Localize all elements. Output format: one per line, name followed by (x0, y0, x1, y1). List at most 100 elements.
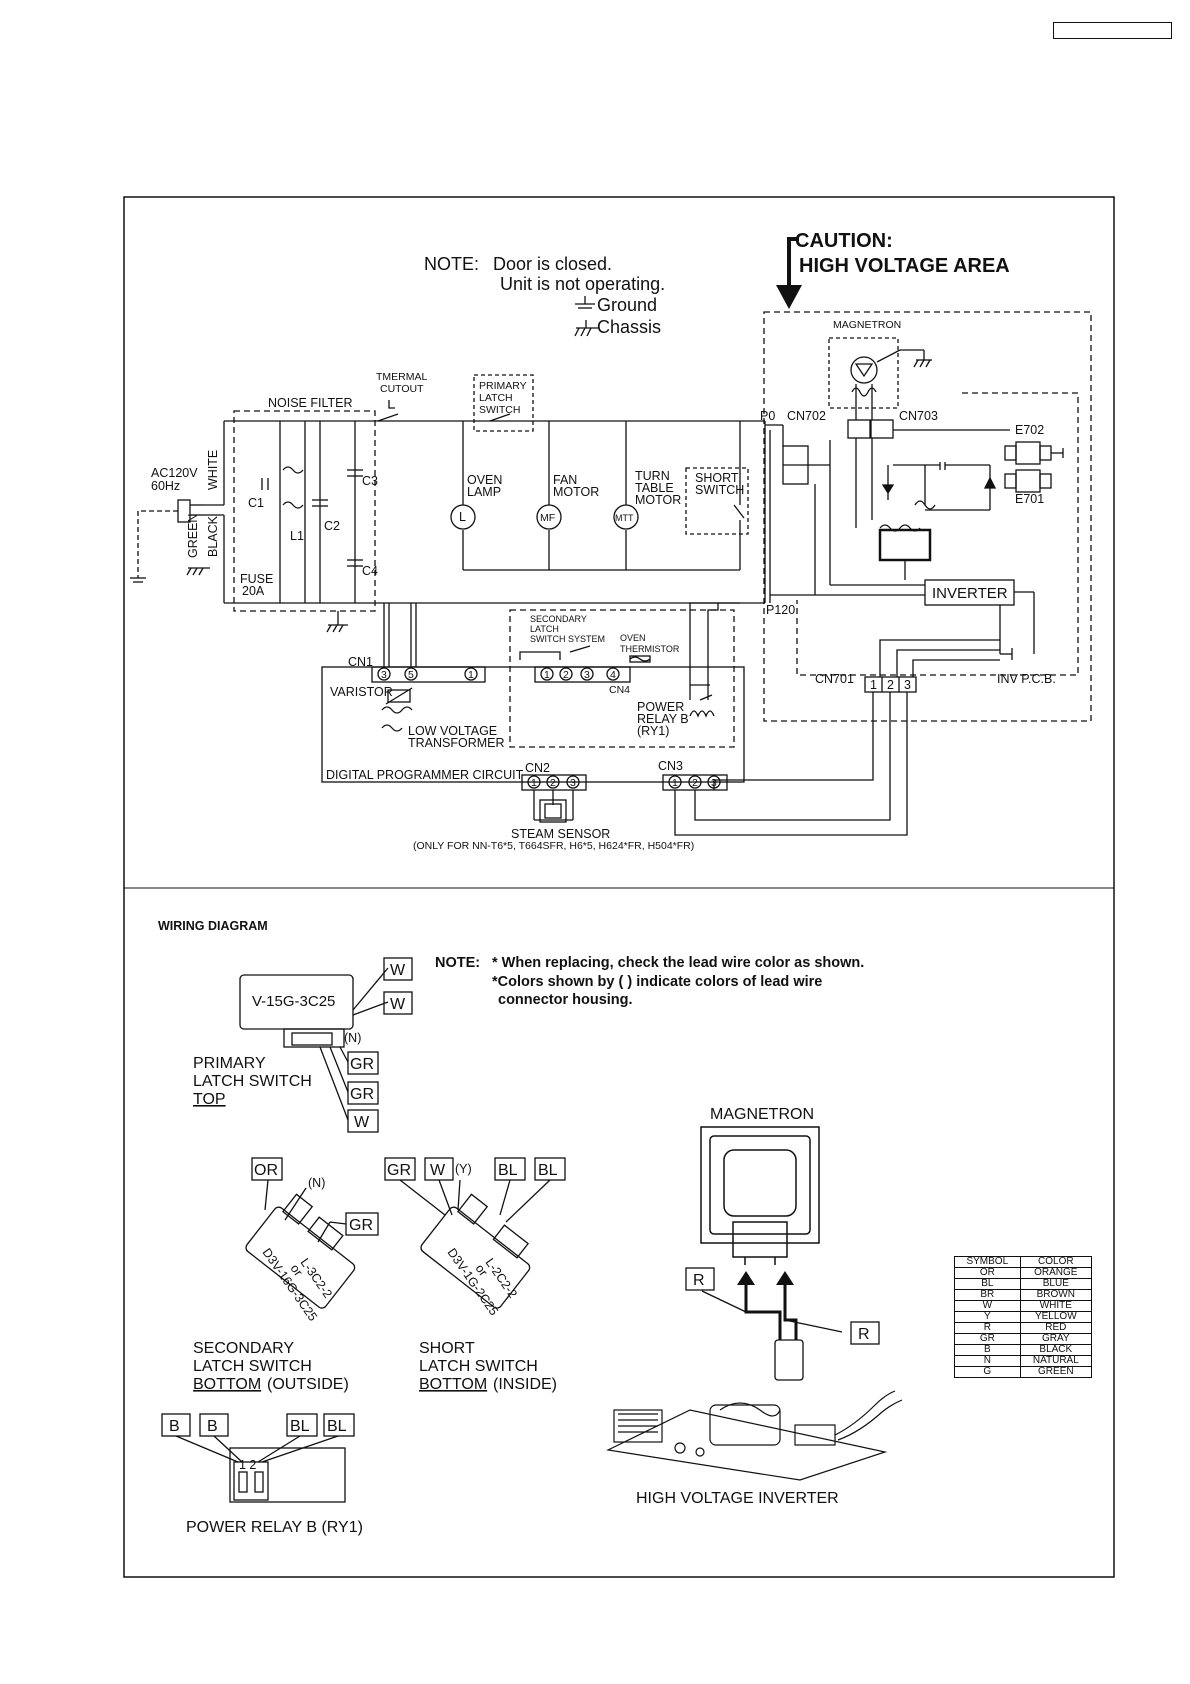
noise-filter-box (233, 410, 376, 612)
svg-text:3: 3 (584, 669, 590, 681)
ac-frequency-label: 60Hz (151, 479, 180, 493)
svg-text:W: W (354, 1114, 370, 1131)
fan-motor-label: FAN (553, 473, 577, 487)
power-relay-title: POWER RELAY B (RY1) (186, 1519, 363, 1536)
short-latch-title-3: BOTTOM (419, 1376, 487, 1393)
primary-wire-w3 (347, 1109, 379, 1133)
fan-motor-label-2: MOTOR (553, 485, 599, 499)
e702-terminal (1004, 441, 1064, 465)
primary-wire-w2 (383, 991, 413, 1015)
secondary-latch-label: SECONDARY (530, 614, 587, 624)
cn703-connector (870, 419, 894, 439)
lvt-label: LOW VOLTAGE (408, 724, 497, 738)
secondary-latch-title-3: BOTTOM (193, 1376, 261, 1393)
svg-text:1: 1 (531, 777, 537, 789)
relay-wire-bl1 (286, 1413, 318, 1437)
short-switch-box (685, 467, 749, 535)
steam-sensor-icon (533, 790, 574, 823)
ground-symbol-icon (575, 296, 595, 309)
short-latch-title-4: (INSIDE) (493, 1376, 557, 1393)
svg-text:GR: GR (387, 1162, 411, 1179)
svg-text:1: 1 (672, 777, 678, 789)
svg-text:B: B (207, 1418, 218, 1435)
magnetron-leads (701, 1271, 843, 1381)
ac-plug-icon (130, 499, 204, 583)
e702-label: E702 (1015, 423, 1044, 437)
magnetron-wiring-title: MAGNETRON (710, 1106, 814, 1123)
svg-text:BL: BL (498, 1162, 518, 1179)
hv-rectifier-network (881, 429, 1010, 511)
inverter-control-harness (694, 639, 1000, 836)
filter-capacitors (261, 469, 363, 567)
svg-text:MTT: MTT (615, 513, 634, 523)
cn702-connector (847, 419, 871, 439)
legend-color: YELLOW (1019, 1311, 1093, 1323)
primary-latch-title-3: TOP (193, 1091, 226, 1108)
secondary-housing-tag: (N) (308, 1176, 325, 1190)
hv-inverter-board-icon (606, 1390, 903, 1481)
secondary-latch-zone (509, 609, 735, 748)
primary-housing-tag: (N) (344, 1031, 361, 1045)
relay-coil-icon (689, 684, 715, 718)
relay-wire-bl2 (323, 1413, 355, 1437)
inverter-chassis-icon (1000, 648, 1013, 660)
primary-latch-title-2: LATCH SWITCH (193, 1073, 312, 1090)
svg-text:GR: GR (350, 1086, 374, 1103)
cn701-label: CN701 (815, 672, 854, 686)
black-wire-label: BLACK (206, 515, 220, 557)
svg-text:1: 1 (468, 669, 474, 681)
c4-label: C4 (362, 564, 378, 578)
secondary-wire-or (251, 1157, 283, 1181)
svg-text:BL: BL (327, 1418, 347, 1435)
turntable-motor-label: TURN (635, 469, 670, 483)
svg-text:W: W (390, 962, 406, 979)
chassis-legend: Chassis (597, 317, 661, 337)
svg-text:3: 3 (904, 678, 911, 692)
legend-color: GRAY (1019, 1333, 1093, 1345)
plug-chassis-icon (186, 567, 210, 576)
svg-text:GR: GR (349, 1217, 373, 1234)
c2-label: C2 (324, 519, 340, 533)
relay-label-3: (RY1) (637, 724, 669, 738)
svg-text:2: 2 (887, 678, 894, 692)
varistor-icon (385, 687, 413, 705)
steam-sensor-label: STEAM SENSOR (511, 827, 610, 841)
legend-symbol: R (954, 1322, 1021, 1334)
magnetron-label: MAGNETRON (833, 319, 901, 331)
fuse-rating: 20A (242, 584, 265, 598)
primary-wire-gr2 (347, 1081, 379, 1105)
lvt-label-2: TRANSFORMER (408, 736, 505, 750)
secondary-latch-switch-icon (519, 645, 591, 660)
primary-wire-w1 (383, 957, 413, 981)
cn2-label: CN2 (525, 761, 550, 775)
relay-label-2: RELAY B (637, 712, 689, 726)
chassis-ground-filter-icon (326, 611, 348, 633)
svg-text:1: 1 (544, 669, 550, 681)
legend-symbol: G (954, 1366, 1021, 1378)
secondary-latch-label-3: SWITCH SYSTEM (530, 634, 605, 644)
wiring-diagram: WIRING DIAGRAM NOTE: * When replacing, c… (158, 919, 903, 1536)
legend-symbol: B (954, 1344, 1021, 1356)
cn2-connector (521, 774, 587, 791)
wiring-title: WIRING DIAGRAM (158, 919, 268, 933)
turntable-motor-label-3: MOTOR (635, 493, 681, 507)
turntable-motor-icon (613, 504, 639, 530)
legend-symbol: GR (954, 1333, 1021, 1345)
e701-label: E701 (1015, 492, 1044, 506)
svg-text:3: 3 (570, 777, 576, 789)
green-wire-label: GREEN (186, 514, 200, 558)
svg-text:W: W (430, 1162, 446, 1179)
cn703-label: CN703 (899, 409, 938, 423)
thermal-cutout-switch-icon (377, 400, 399, 422)
svg-text:2: 2 (692, 777, 698, 789)
cn1-label: CN1 (348, 655, 373, 669)
oven-lamp-icon (450, 504, 476, 530)
magnetron-wire-r1 (685, 1267, 715, 1291)
fuse-label: FUSE (240, 572, 273, 586)
secondary-latch-title: SECONDARY (193, 1340, 294, 1357)
legend-header-color: COLOR (1019, 1256, 1093, 1268)
short-latch-title: SHORT (419, 1340, 475, 1357)
p120-label: P120 (766, 603, 795, 617)
